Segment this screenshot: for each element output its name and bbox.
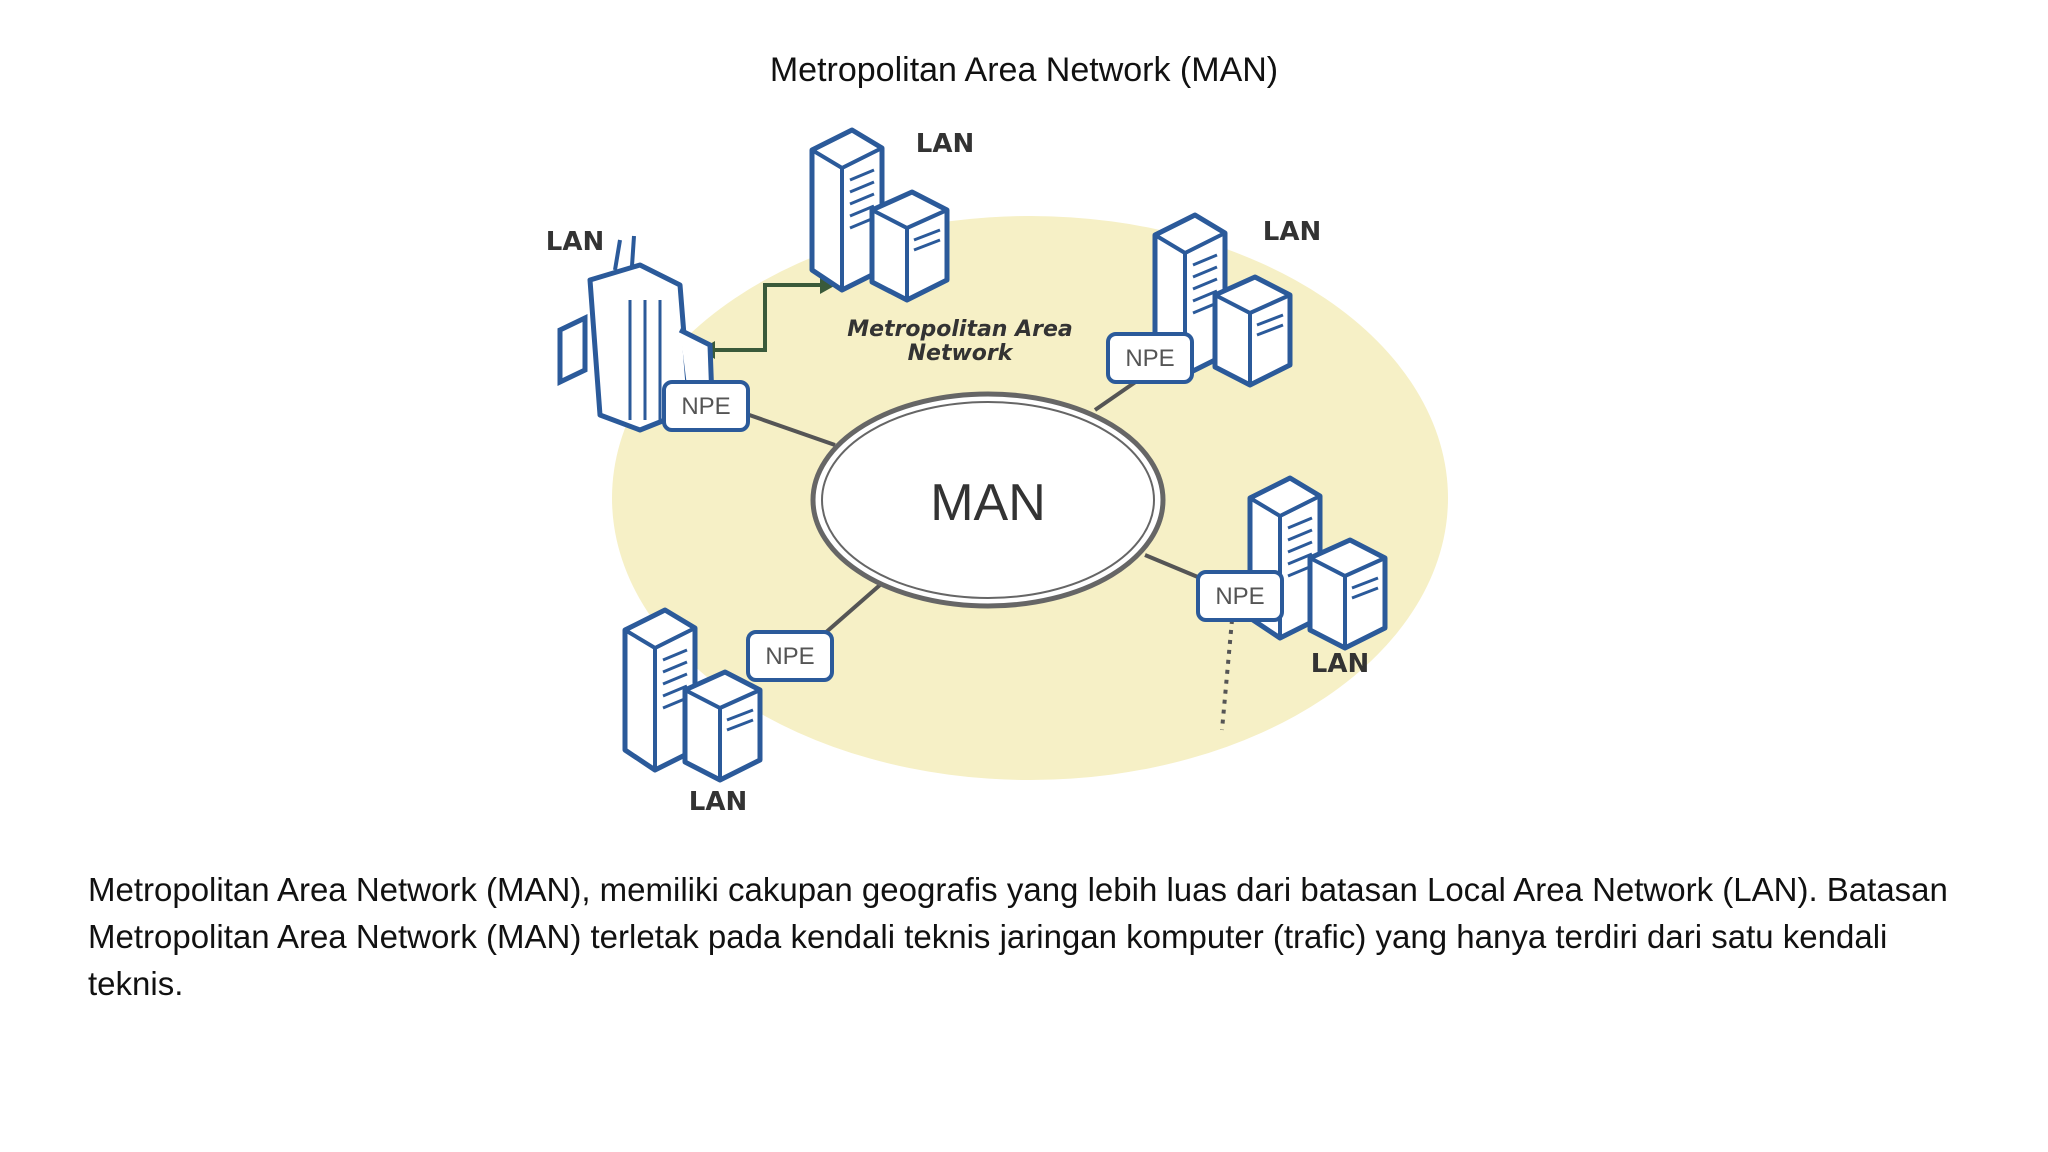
slide-title: Metropolitan Area Network (MAN) xyxy=(769,51,1279,89)
npe-label-top-right: NPE xyxy=(1125,345,1174,372)
man-center-label: MAN xyxy=(930,474,1046,532)
man-ring-outer xyxy=(810,391,1166,609)
npe-box-bottom-left: NPE xyxy=(746,630,834,682)
lan-label-top: LAN xyxy=(916,129,974,159)
npe-box-right: NPE xyxy=(1196,570,1284,622)
npe-label-left: NPE xyxy=(681,393,730,420)
lan-label-top-right: LAN xyxy=(1263,217,1321,247)
lan-label-bottom-left: LAN xyxy=(689,787,747,817)
area-label-line1: Metropolitan Area xyxy=(847,317,1073,342)
lan-label-right: LAN xyxy=(1311,649,1369,679)
npe-box-top-right: NPE xyxy=(1106,332,1194,384)
man-ring-inner xyxy=(821,401,1155,599)
npe-label-right: NPE xyxy=(1215,583,1264,610)
description-text: Metropolitan Area Network (MAN), memilik… xyxy=(88,866,1988,1007)
description-paragraph: Metropolitan Area Network (MAN), memilik… xyxy=(88,871,1948,1002)
lan-label-left: LAN xyxy=(546,227,604,257)
npe-label-bottom-left: NPE xyxy=(765,643,814,670)
npe-box-left: NPE xyxy=(662,380,750,432)
area-label-line2: Network xyxy=(908,341,1014,366)
